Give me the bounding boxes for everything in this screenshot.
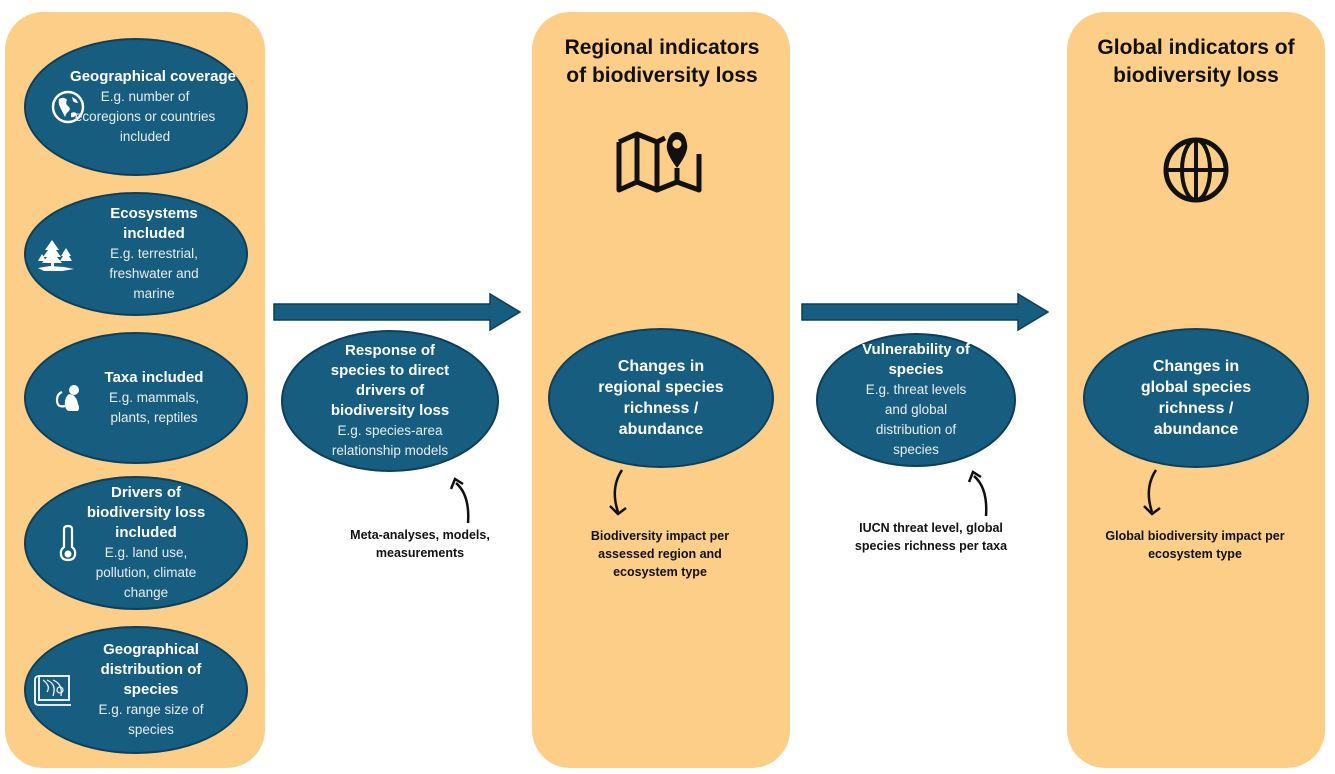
input-subtitle: E.g. terrestrial, freshwater and marine	[109, 246, 199, 301]
input-title: Geographical distribution of species	[100, 641, 202, 698]
input-geographical-coverage: Geographical coverage E.g. number of eco…	[24, 38, 248, 176]
step-subtitle: E.g. species-area relationship models	[331, 423, 449, 458]
step-title: Vulnerability of species	[862, 341, 970, 378]
input-title: Taxa included	[104, 369, 204, 386]
forest-trees-icon	[38, 240, 74, 271]
global-ellipse-title: Changes in global species richness / abu…	[1140, 358, 1252, 438]
step1-note: Meta-analyses, models, measurements	[350, 528, 490, 560]
input-subtitle: E.g. number of ecoregions or countries i…	[74, 89, 216, 144]
flow-arrow-to-global	[801, 292, 1050, 332]
monkey-icon	[55, 385, 79, 411]
input-title: Geographical coverage	[70, 68, 236, 85]
global-heading: Global indicators of biodiversity loss	[1097, 36, 1295, 87]
species-vulnerability-ellipse: Vulnerability of species E.g. threat lev…	[816, 333, 1016, 467]
input-title: Ecosystems included	[110, 205, 198, 242]
input-ecosystems-included: Ecosystems included E.g. terrestrial, fr…	[24, 192, 248, 316]
regional-note: Biodiversity impact per assessed region …	[590, 529, 730, 579]
contour-map-icon	[34, 675, 71, 706]
global-richness-ellipse: Changes in global species richness / abu…	[1083, 328, 1309, 468]
input-subtitle: E.g. land use, pollution, climate change	[95, 545, 197, 600]
input-subtitle: E.g. mammals, plants, reptiles	[108, 390, 200, 425]
input-geographical-distribution: Geographical distribution of species E.g…	[24, 626, 248, 754]
input-subtitle: E.g. range size of species	[98, 702, 204, 737]
curved-arrow-up-icon	[449, 477, 470, 524]
regional-ellipse-title: Changes in regional species richness / a…	[598, 358, 724, 438]
input-title: Drivers of biodiversity loss included	[86, 484, 206, 541]
map-pin-icon	[616, 131, 702, 193]
thermometer-icon	[59, 524, 77, 562]
global-note: Global biodiversity impact per ecosystem…	[1105, 529, 1285, 561]
step2-note: IUCN threat level, global species richne…	[854, 521, 1008, 553]
regional-heading: Regional indicators of biodiversity loss	[564, 36, 760, 87]
globe-americas-icon	[51, 90, 85, 124]
curved-arrow-down-icon	[1143, 469, 1161, 516]
step-title: Response of species to direct drivers of…	[330, 342, 450, 419]
curved-arrow-up-icon	[967, 470, 988, 517]
input-drivers-included: Drivers of biodiversity loss included E.…	[24, 476, 248, 610]
flow-arrow-to-regional	[273, 292, 522, 332]
regional-richness-ellipse: Changes in regional species richness / a…	[548, 328, 774, 468]
globe-grid-icon	[1163, 137, 1229, 203]
input-taxa-included: Taxa included E.g. mammals, plants, rept…	[24, 332, 248, 464]
step-subtitle: E.g. threat levels and global distributi…	[865, 382, 967, 457]
curved-arrow-down-icon	[609, 469, 627, 516]
species-response-ellipse: Response of species to direct drivers of…	[281, 330, 499, 472]
